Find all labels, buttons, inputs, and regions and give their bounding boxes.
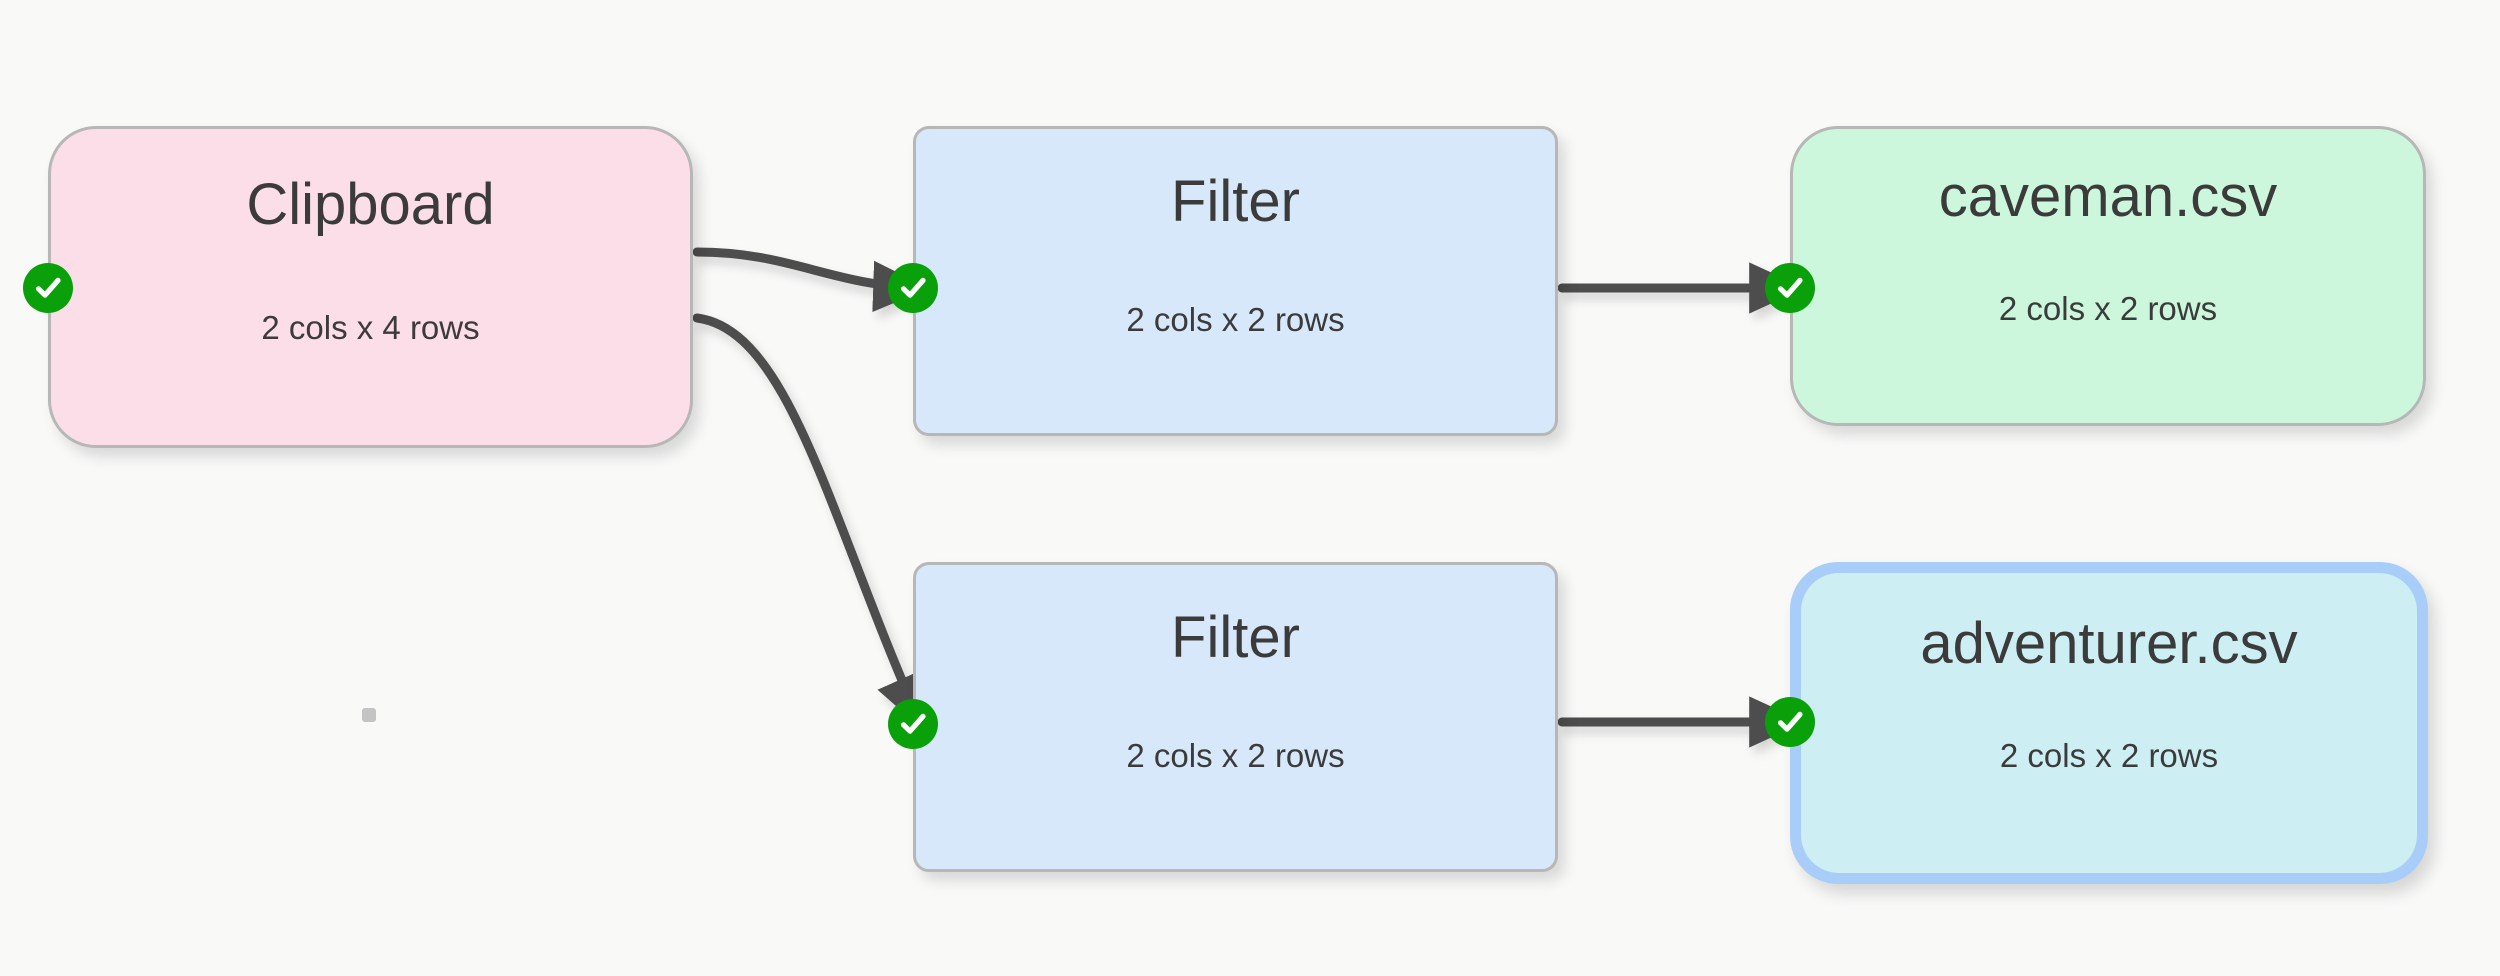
- node-caveman-csv-subtitle: 2 cols x 2 rows: [1998, 290, 2218, 327]
- node-clipboard-title: Clipboard: [246, 172, 495, 237]
- node-clipboard[interactable]: Clipboard 2 cols x 4 rows: [23, 126, 693, 448]
- node-filter-top-subtitle: 2 cols x 2 rows: [1126, 301, 1345, 338]
- node-caveman-csv-title: caveman.csv: [1938, 164, 2278, 229]
- check-circle-icon[interactable]: [1765, 263, 1815, 313]
- node-filter-bottom[interactable]: Filter 2 cols x 2 rows: [888, 562, 1558, 872]
- node-clipboard-subtitle: 2 cols x 4 rows: [261, 309, 480, 346]
- check-circle-icon[interactable]: [888, 263, 938, 313]
- canvas-handle-dot[interactable]: [362, 708, 376, 722]
- check-circle-icon[interactable]: [1765, 697, 1815, 747]
- node-filter-bottom-body: [913, 562, 1558, 872]
- edge-clipboard-to-filter-bottom[interactable]: [692, 313, 925, 731]
- selection-highlight: [1801, 573, 2417, 873]
- node-adventurer-csv[interactable]: adventurer.csv 2 cols x 2 rows: [1765, 562, 2428, 884]
- node-adventurer-csv-title: adventurer.csv: [1920, 611, 2298, 676]
- node-caveman-csv[interactable]: caveman.csv 2 cols x 2 rows: [1765, 126, 2426, 426]
- check-circle-icon[interactable]: [23, 263, 73, 313]
- node-filter-bottom-subtitle: 2 cols x 2 rows: [1126, 737, 1345, 774]
- node-adventurer-csv-subtitle: 2 cols x 2 rows: [1999, 737, 2219, 774]
- check-circle-icon[interactable]: [888, 699, 938, 749]
- node-clipboard-body: [48, 126, 693, 448]
- node-filter-top-title: Filter: [1171, 169, 1300, 234]
- node-filter-top[interactable]: Filter 2 cols x 2 rows: [888, 126, 1558, 436]
- edge-clipboard-to-filter-top[interactable]: [692, 247, 929, 313]
- node-filter-bottom-title: Filter: [1171, 605, 1300, 670]
- node-caveman-csv-body: [1790, 126, 2426, 426]
